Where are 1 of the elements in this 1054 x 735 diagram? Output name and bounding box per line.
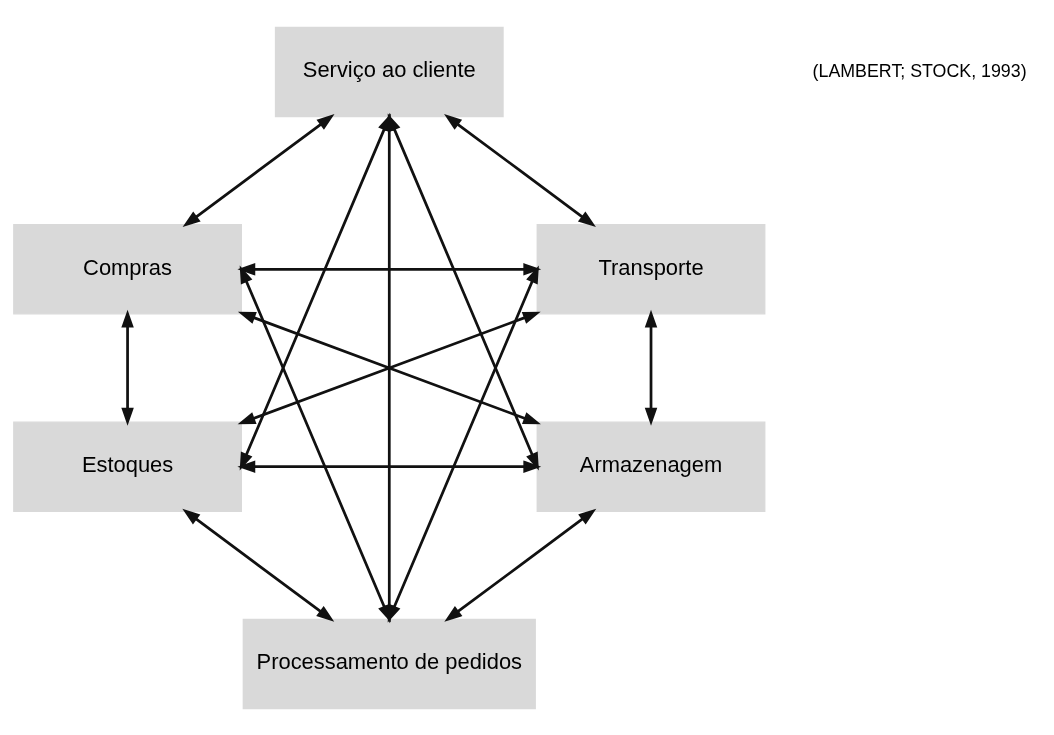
- label: (LAMBERT; STOCK, 1993): [812, 60, 1027, 81]
